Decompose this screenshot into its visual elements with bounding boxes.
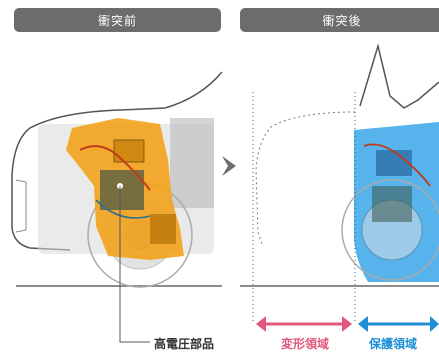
protection-arrow-left-head: [358, 316, 368, 332]
hv-motor-block: [100, 170, 144, 210]
protection-arrow-right-head: [430, 316, 439, 332]
bumper-before: [15, 179, 27, 233]
header-before-collision: 衝突前: [14, 8, 221, 32]
car-body-outline-before: [11, 71, 223, 251]
header-after-collision: 衝突後: [240, 8, 439, 32]
chevron-right-icon: [222, 156, 236, 176]
firewall-before: [170, 118, 214, 208]
car-after: [240, 43, 439, 332]
protection-zone-label: 保護領域: [369, 337, 418, 351]
hv-cable-after: [363, 143, 431, 187]
high-voltage-parts-label: 高電圧部品: [154, 337, 215, 351]
wheel-outer-after: [341, 179, 439, 281]
deformation-arrow-right-head: [342, 316, 352, 332]
deformation-arrow-left-head: [256, 316, 266, 332]
hv-inverter: [113, 139, 145, 163]
hv-inverter-after: [376, 150, 412, 176]
hv-component-lower: [150, 214, 176, 244]
hv-motor-after: [372, 186, 412, 222]
hv-cable-2: [95, 199, 151, 219]
car-before: [11, 71, 223, 343]
original-outline-after: [255, 111, 356, 245]
hv-cable-1: [79, 145, 151, 191]
crumpled-hood: [359, 43, 439, 109]
hv-callout-line: [119, 186, 150, 343]
deformation-zone-label: 変形領域: [281, 337, 330, 351]
